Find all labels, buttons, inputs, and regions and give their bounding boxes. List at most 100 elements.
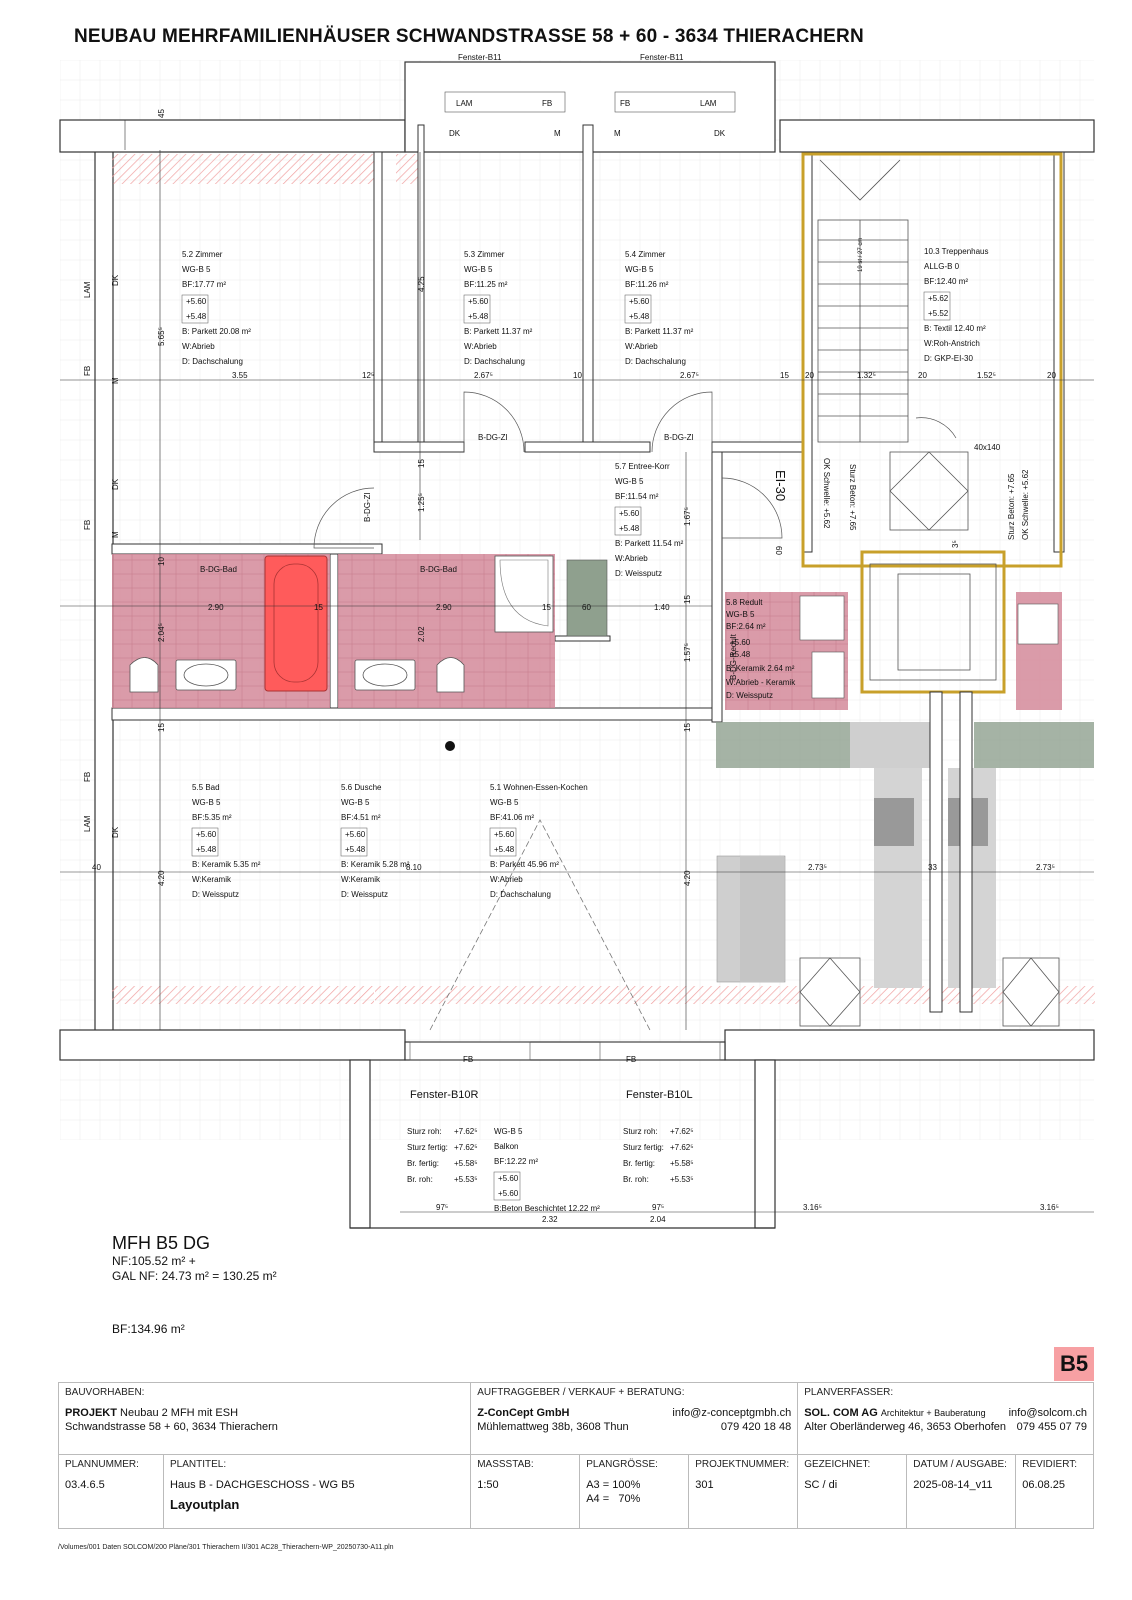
room-label-balkon: WG-B 5 Balkon BF:12.22 m² +5.60 +5.60 B:…: [493, 1127, 600, 1213]
label-projektnummer: PROJEKTNUMMER:: [695, 1459, 790, 1470]
svg-text:WG-B 5: WG-B 5: [726, 610, 755, 619]
scale: 1:50: [477, 1479, 499, 1491]
net-area: NF:105.52 m² +: [112, 1254, 196, 1268]
door-label: B-DG-ZI: [478, 433, 508, 442]
svg-text:+5.60: +5.60: [619, 509, 640, 518]
svg-text:B: Keramik 5.35 m²: B: Keramik 5.35 m²: [192, 860, 261, 869]
dim-label: 1.40: [654, 603, 670, 612]
project-number: 301: [695, 1479, 714, 1491]
svg-text:W:Roh-Anstrich: W:Roh-Anstrich: [924, 339, 980, 348]
dim-label: 45: [157, 109, 166, 118]
svg-text:5.4 Zimmer: 5.4 Zimmer: [625, 250, 666, 259]
dim-label: 12⁵: [362, 371, 374, 380]
gal-area: GAL NF: 24.73 m² = 130.25 m²: [112, 1269, 277, 1283]
svg-text:5.5 Bad: 5.5 Bad: [192, 783, 220, 792]
door-label: B-DG-ZI: [664, 433, 694, 442]
door-label: B-DG-ZI: [363, 492, 372, 522]
wall-label: DK: [449, 129, 461, 138]
svg-text:+5.53⁵: +5.53⁵: [454, 1175, 478, 1184]
window-label-bottom-right: Fenster-B10L: [626, 1089, 693, 1101]
svg-text:BF:17.77 m²: BF:17.77 m²: [182, 280, 226, 289]
planner-email[interactable]: info@solcom.ch: [1008, 1407, 1087, 1419]
svg-text:+5.60: +5.60: [629, 297, 650, 306]
door-label: B-DG-Redult: [729, 633, 738, 680]
svg-text:D: GKP-EI-30: D: GKP-EI-30: [924, 354, 973, 363]
plan-size-a4: A4 = 70%: [586, 1493, 641, 1505]
svg-text:5.2 Zimmer: 5.2 Zimmer: [182, 250, 223, 259]
window-notes-left: Sturz roh: +7.62⁵ Sturz fertig: +7.62⁵ B…: [407, 1127, 478, 1184]
client-phone: 079 420 18 48: [720, 1421, 792, 1433]
svg-text:B: Keramik 2.64 m²: B: Keramik 2.64 m²: [726, 664, 795, 673]
stair-note: Sturz Beton: +7.65: [1007, 473, 1016, 540]
svg-text:5.3 Zimmer: 5.3 Zimmer: [464, 250, 505, 259]
dim-label: 15: [780, 371, 789, 380]
svg-text:Sturz fertig:: Sturz fertig:: [623, 1143, 664, 1152]
svg-text:WG-B 5: WG-B 5: [615, 477, 644, 486]
client-address: Mühlemattweg 38b, 3608 Thun: [477, 1421, 629, 1433]
svg-text:W:Abrieb: W:Abrieb: [490, 875, 523, 884]
dim-label: 60: [582, 603, 591, 612]
planner-phone: 079 455 07 79: [1016, 1421, 1087, 1433]
drawn-by: SC / di: [804, 1479, 838, 1491]
dim-label: 10: [573, 371, 582, 380]
dim-label: 5.65⁵: [157, 327, 166, 346]
svg-text:Br. roh:: Br. roh:: [407, 1175, 433, 1184]
svg-text:+5.48: +5.48: [196, 845, 217, 854]
svg-text:W:Keramik: W:Keramik: [192, 875, 232, 884]
dim-label: 3.55: [232, 371, 248, 380]
door-label: EI-30: [773, 470, 788, 501]
svg-text:D: Dachschalung: D: Dachschalung: [625, 357, 686, 366]
dim-label: 15: [683, 723, 692, 732]
svg-text:BF:11.54 m²: BF:11.54 m²: [615, 492, 659, 501]
dim-label: 2.02: [417, 626, 426, 642]
client-email[interactable]: info@z-conceptgmbh.ch: [672, 1407, 792, 1419]
svg-text:+5.60: +5.60: [730, 638, 751, 647]
wall-label: FB: [83, 772, 92, 782]
svg-text:BF:12.40 m²: BF:12.40 m²: [924, 277, 968, 286]
room-label-10-3-treppenhaus: 10.3 Treppenhaus ALLG-B 0 BF:12.40 m² +5…: [923, 247, 989, 363]
svg-text:Br. fertig:: Br. fertig:: [623, 1159, 655, 1168]
wall-label: FB: [542, 99, 552, 108]
room-label-5-1-wohnen: 5.1 Wohnen-Essen-Kochen WG-B 5 BF:41.06 …: [489, 783, 588, 899]
svg-text:D: Dachschalung: D: Dachschalung: [490, 890, 551, 899]
svg-text:D: Weissputz: D: Weissputz: [192, 890, 239, 899]
wall-label: FB: [626, 1055, 636, 1064]
svg-text:W:Abrieb: W:Abrieb: [182, 342, 215, 351]
dim-label: 15: [542, 603, 551, 612]
dim-label: 97⁵: [652, 1203, 664, 1212]
svg-text:Sturz fertig:: Sturz fertig:: [407, 1143, 448, 1152]
wall-label: FB: [620, 99, 630, 108]
wall-label: DK: [111, 826, 120, 838]
planner-address: Alter Oberländerweg 46, 3653 Oberhofen: [804, 1421, 1007, 1433]
plan-subtitle: Layoutplan: [170, 1497, 240, 1512]
window-label-top-right: Fenster-B11: [640, 53, 684, 62]
dim-label: 2.67⁵: [474, 371, 493, 380]
svg-text:5.6 Dusche: 5.6 Dusche: [341, 783, 382, 792]
wall-label: DK: [714, 129, 726, 138]
client-name: Z-ConCept GmbH: [477, 1407, 570, 1419]
svg-text:WG-B 5: WG-B 5: [192, 798, 221, 807]
dim-label: 40x140: [974, 443, 1001, 452]
svg-text:D: Dachschalung: D: Dachschalung: [464, 357, 525, 366]
svg-text:B: Parkett 11.54 m²: B: Parkett 11.54 m²: [615, 539, 684, 548]
label-plantitel: PLANTITEL:: [170, 1459, 227, 1470]
drawing-title: NEUBAU MEHRFAMILIENHÄUSER SCHWANDSTRASSE…: [74, 26, 864, 47]
wall-label: M: [111, 377, 120, 384]
svg-text:+7.62⁵: +7.62⁵: [454, 1143, 478, 1152]
wall-label: DK: [111, 274, 120, 286]
svg-text:D: Weissputz: D: Weissputz: [726, 691, 773, 700]
label-datum: DATUM / AUSGABE:: [913, 1459, 1007, 1470]
svg-text:B: Parkett 11.37 m²: B: Parkett 11.37 m²: [464, 327, 533, 336]
svg-text:+5.60: +5.60: [494, 830, 515, 839]
dim-label: 20: [805, 371, 814, 380]
dim-label: 8.10: [406, 863, 422, 872]
svg-text:5.8 Redult: 5.8 Redult: [726, 598, 763, 607]
label-planverfasser: PLANVERFASSER:: [804, 1387, 894, 1398]
wall-label: LAM: [700, 99, 717, 108]
wall-label: M: [554, 129, 561, 138]
dim-label: 2.73⁵: [1036, 863, 1055, 872]
svg-text:B: Textil 12.40 m²: B: Textil 12.40 m²: [924, 324, 986, 333]
dim-label: 2.32: [542, 1215, 558, 1224]
svg-text:+5.58⁵: +5.58⁵: [454, 1159, 478, 1168]
